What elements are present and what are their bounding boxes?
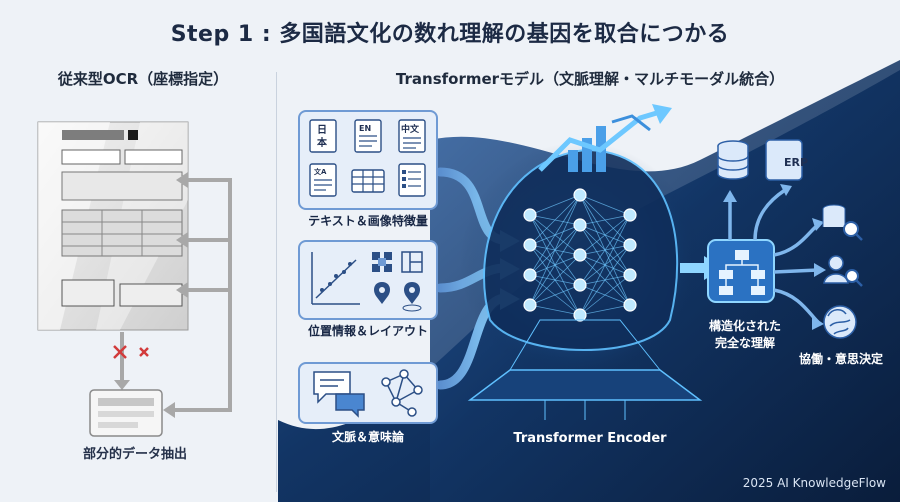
network-link [529, 284, 581, 306]
text-image-features-label: テキスト＆画像特徴量 [308, 214, 428, 228]
ocr-arrow-head [176, 282, 188, 298]
location-pin-icon [374, 282, 390, 304]
growth-chart-icon [538, 104, 672, 172]
network-link [529, 194, 581, 246]
brain-icon [823, 305, 857, 339]
position-layout-label: 位置情報＆レイアウト [307, 324, 428, 338]
encoder-base [467, 319, 703, 420]
text-image-features-panel: 日 本 EN 中文 文A [298, 110, 438, 210]
network-link [529, 194, 581, 276]
ocr-arrow-head [176, 232, 188, 248]
arrow-head [814, 263, 826, 277]
network-link [579, 214, 631, 256]
section-divider [276, 72, 277, 492]
network-link [579, 214, 631, 286]
network-node [623, 268, 637, 282]
partial-output-form [89, 389, 163, 437]
ocr-document [37, 121, 189, 331]
right-heading: Transformerモデル（文脈理解・マルチモーダル統合） [395, 70, 785, 88]
structured-understanding-label: 構造化された 完全な理解 [708, 319, 781, 350]
neural-network [523, 188, 637, 322]
network-node [573, 248, 587, 262]
japanese-text-icon [309, 119, 337, 153]
footer-credit: 2025 AI KnowledgeFlow [742, 476, 886, 490]
arrow-head [723, 190, 737, 202]
network-node [523, 298, 537, 312]
chinese-document-icon [398, 119, 426, 153]
network-node [623, 298, 637, 312]
user-search-icon [823, 255, 863, 287]
page-title: Step 1 : 多国語文化の数れ理解の基因を取合につかる [170, 22, 730, 47]
structured-output-icon [707, 239, 775, 303]
network-link [579, 274, 631, 316]
error-cross-icon [113, 345, 149, 359]
ocr-arrow-head [114, 380, 130, 390]
network-link [529, 194, 581, 216]
network-link [579, 214, 631, 316]
transformer-encoder-label: Transformer Encoder [513, 431, 667, 446]
network-link [529, 304, 581, 316]
network-node [573, 188, 587, 202]
network-link [529, 194, 581, 306]
ocr-arrow-head [163, 402, 175, 418]
arrow-head [812, 316, 824, 330]
arrow-head [780, 184, 792, 196]
arrow-head [812, 218, 824, 231]
network-link [529, 254, 581, 306]
network-node [573, 308, 587, 322]
position-layout-panel [298, 240, 438, 320]
chat-bubbles-icon [313, 371, 365, 418]
panel-icons [311, 251, 423, 312]
network-node [523, 238, 537, 252]
erp-icon [765, 139, 803, 181]
network-link [529, 224, 581, 306]
database-icon [717, 140, 749, 180]
table-icon [351, 169, 385, 193]
partial-extraction-label: 部分的データ抽出 [82, 447, 187, 462]
svg-text:文A: 文A [314, 167, 327, 176]
network-node [523, 208, 537, 222]
svg-text:EN: EN [359, 124, 371, 133]
layout-blocks-icon [401, 251, 423, 273]
network-link [579, 214, 631, 226]
layout-grid-icon [372, 252, 392, 272]
network-link [579, 194, 631, 216]
network-node [623, 208, 637, 222]
map-pin-icon [402, 282, 422, 312]
network-link [579, 244, 631, 316]
network-node [573, 278, 587, 292]
collaboration-label: 協働・意思決定 [798, 352, 883, 366]
network-link [579, 304, 631, 316]
context-semantics-label: 文脈＆意味論 [331, 430, 404, 444]
left-heading: 従来型OCR（座標指定） [57, 70, 229, 88]
svg-text:本: 本 [317, 136, 328, 149]
semantic-graph-icon [381, 369, 423, 417]
svg-text:中文: 中文 [401, 123, 420, 135]
svg-text:日: 日 [317, 124, 327, 136]
network-node [623, 238, 637, 252]
ocr-arrows [120, 178, 232, 412]
network-node [573, 218, 587, 232]
network-node [523, 268, 537, 282]
data-search-icon [822, 204, 863, 241]
context-semantics-panel [298, 362, 438, 424]
panel-icons [313, 369, 423, 418]
panel-icons: 日 本 EN 中文 文A [309, 119, 426, 197]
ocr-arrow-head [176, 172, 188, 188]
